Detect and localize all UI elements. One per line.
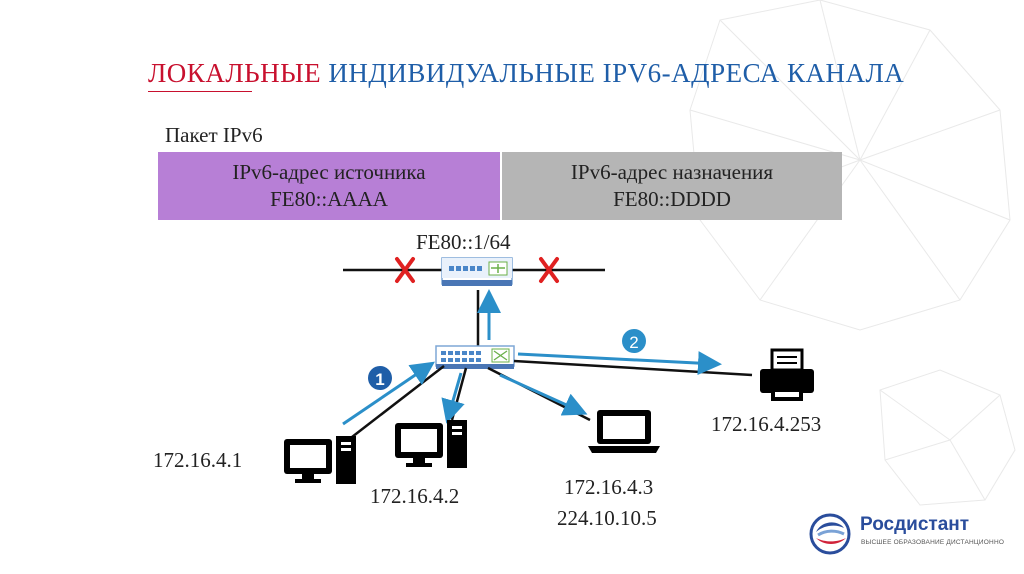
arrow-pc1-to-switch — [342, 361, 435, 426]
printer-ip-label: 172.16.4.253 — [711, 412, 822, 436]
rosdistant-logo: Росдистант ВЫСШЕЕ ОБРАЗОВАНИЕ ДИСТАНЦИОН… — [808, 510, 1008, 560]
logo-name: Росдистант — [860, 514, 970, 535]
printer-icon — [760, 348, 814, 401]
source-address: FE80::AAAA — [270, 187, 388, 211]
logo-tagline: ВЫСШЕЕ ОБРАЗОВАНИЕ ДИСТАНЦИОННО — [861, 539, 1005, 546]
blocked-left-icon — [395, 257, 415, 283]
arrow-switch-to-laptop — [499, 373, 588, 416]
step-1-label: 1 — [375, 370, 384, 389]
switch-icon — [435, 345, 515, 369]
pc2-desktop-icon — [395, 420, 467, 468]
router-address-label: FE80::1/64 — [416, 230, 511, 254]
pc1-ip-label: 172.16.4.1 — [153, 448, 243, 472]
step-2-badge: 2 — [622, 329, 646, 353]
slide-title: ЛОКАЛЬНЫЕ ИНДИВИДУАЛЬНЫЕ IPV6-АДРЕСА КАН… — [148, 58, 904, 89]
step-1-badge: 1 — [368, 366, 392, 390]
pc2-ip-label: 172.16.4.2 — [370, 484, 460, 508]
arrow-switch-to-pc2 — [441, 372, 465, 424]
step-2-label: 2 — [629, 333, 638, 352]
title-underline — [148, 91, 252, 92]
destination-header: IPv6-адрес назначения — [570, 160, 774, 184]
packet-destination-cell: IPv6-адрес назначения FE80::DDDD — [500, 152, 842, 220]
blocked-right-icon — [539, 257, 559, 283]
pc1-desktop-icon — [284, 436, 356, 484]
laptop-multicast-label: 224.10.10.5 — [557, 506, 657, 530]
packet-source-cell: IPv6-адрес источника FE80::AAAA — [158, 152, 500, 220]
router-icon — [441, 257, 513, 286]
destination-address: FE80::DDDD — [613, 187, 731, 211]
arrow-switch-to-printer — [517, 351, 722, 376]
title-accent-word: ЛОКАЛЬНЫЕ — [148, 58, 322, 88]
title-main-text: ИНДИВИДУАЛЬНЫЕ IPV6-АДРЕСА КАНАЛА — [328, 58, 905, 88]
link-printer — [513, 359, 753, 377]
source-header: IPv6-адрес источника — [232, 160, 426, 184]
packet-label: Пакет IPv6 — [165, 123, 263, 147]
laptop-icon — [588, 410, 660, 453]
laptop-ip-label: 172.16.4.3 — [564, 475, 654, 499]
rosdistant-logo-emblem — [809, 513, 851, 555]
